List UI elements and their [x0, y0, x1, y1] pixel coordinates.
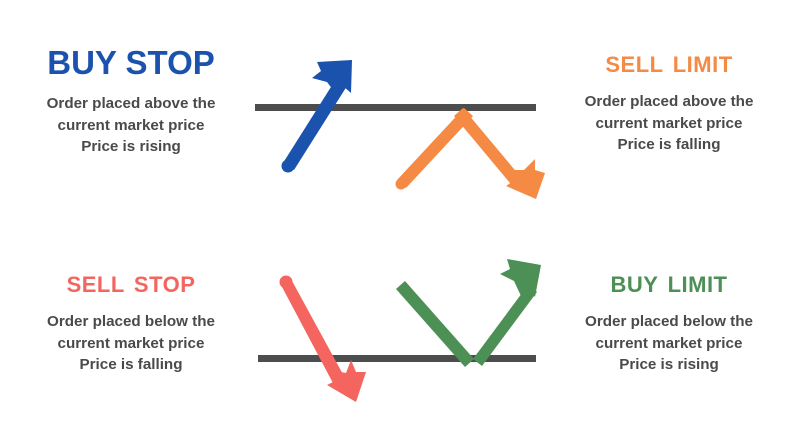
buy-stop-arrow	[281, 60, 352, 173]
buy-stop-desc-line-2: current market price	[57, 116, 205, 134]
sell-limit-title: Sell Limit	[605, 44, 733, 79]
sell-limit-desc-line-3: Price is falling	[617, 136, 721, 154]
buy-limit-arrow	[396, 259, 541, 367]
buy-stop-title: BUY STOP	[47, 44, 215, 81]
sell-stop-arrow	[279, 275, 366, 402]
quadrant-buy-stop: BUY STOP Order placed above the current …	[0, 46, 262, 158]
sell-stop-desc-line-2: current market price	[57, 334, 205, 352]
bottom-market-price-line	[258, 355, 536, 362]
buy-limit-desc-line-2: current market price	[595, 334, 743, 352]
sell-limit-arrow	[395, 108, 545, 199]
sell-limit-desc-line-2: current market price	[595, 114, 743, 132]
sell-stop-title: Sell Stop	[66, 264, 196, 299]
top-market-price-line	[255, 104, 536, 111]
sell-limit-desc-line-1: Order placed above the	[584, 93, 754, 110]
buy-limit-desc-line-1: Order placed below the	[585, 313, 753, 330]
buy-stop-desc-line-3: Price is rising	[81, 138, 181, 156]
sell-limit-description: Order placed above the current market pr…	[538, 91, 800, 156]
sell-stop-desc-line-3: Price is falling	[79, 356, 183, 374]
buy-limit-description: Order placed below the current market pr…	[538, 311, 800, 376]
buy-limit-desc-line-3: Price is rising	[619, 356, 719, 374]
quadrant-buy-limit: Buy Limit Order placed below the current…	[538, 266, 800, 376]
buy-limit-title: Buy Limit	[610, 264, 728, 299]
quadrant-sell-limit: Sell Limit Order placed above the curren…	[538, 46, 800, 156]
buy-stop-desc-line-1: Order placed above the	[46, 95, 216, 112]
sell-stop-description: Order placed below the current market pr…	[0, 311, 262, 376]
quadrant-sell-stop: Sell Stop Order placed below the current…	[0, 266, 262, 376]
sell-stop-desc-line-1: Order placed below the	[47, 313, 215, 330]
buy-stop-description: Order placed above the current market pr…	[0, 93, 262, 158]
